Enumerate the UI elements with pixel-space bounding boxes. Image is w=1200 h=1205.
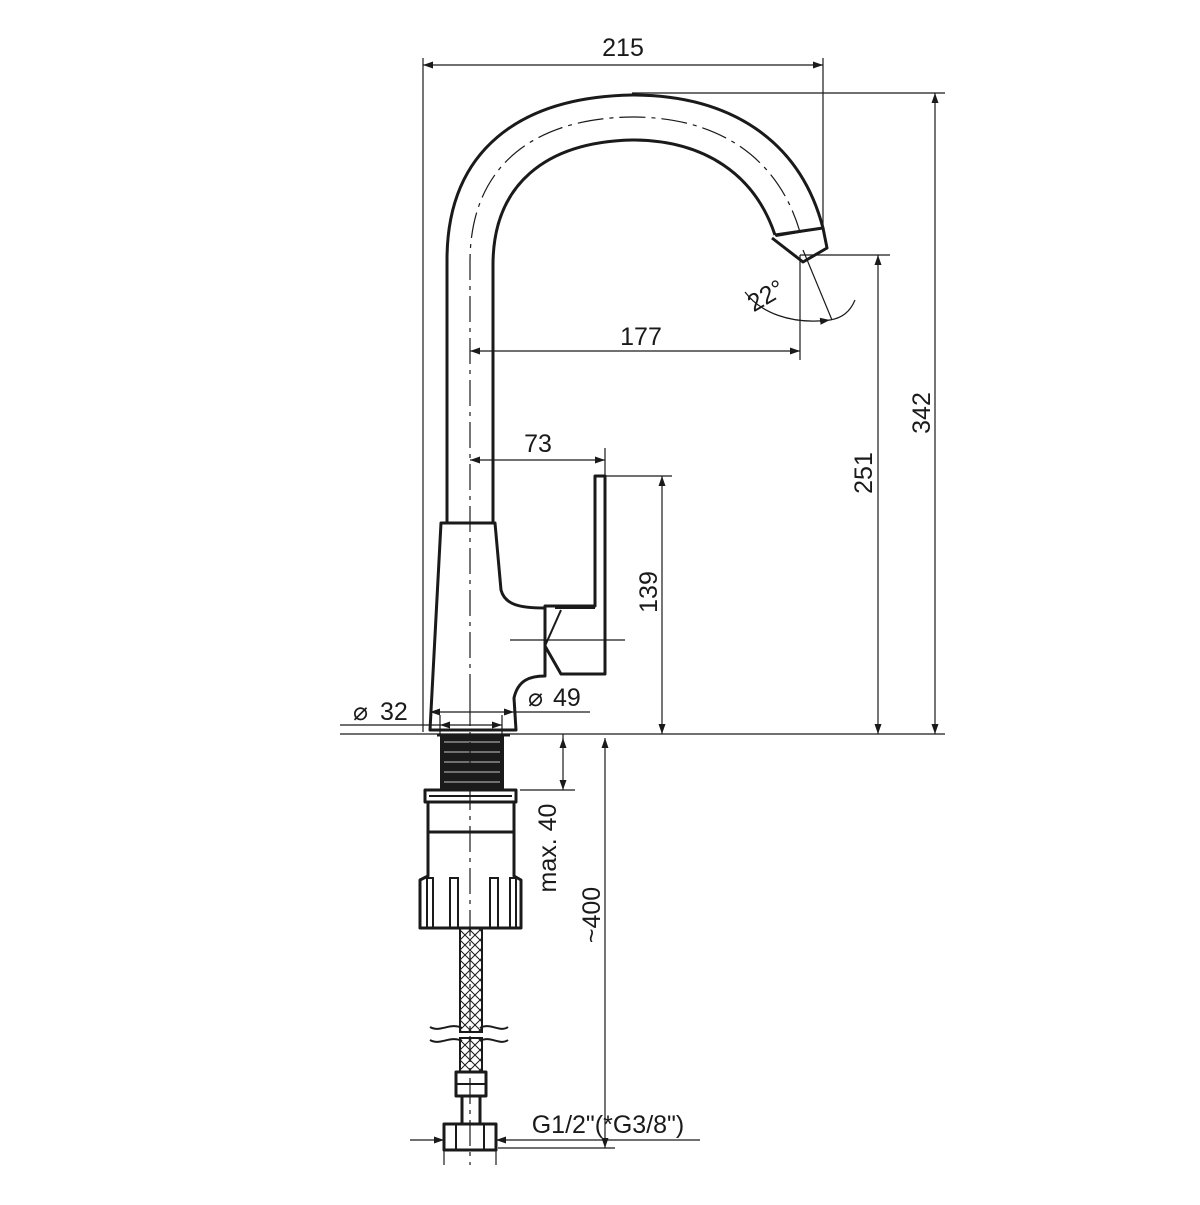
- dim-hose-length: ~400: [578, 887, 606, 943]
- shank-threads: [444, 741, 500, 783]
- dim-lever-offset: 73: [524, 430, 552, 458]
- mounting-nut: [426, 800, 516, 834]
- flexible-hose-lower: [459, 1037, 483, 1073]
- spout-inner-curve: [491, 138, 777, 522]
- diameter-symbol-32: ⌀: [353, 698, 368, 726]
- dim-lever-height: 139: [635, 571, 663, 613]
- lever-handle: [543, 474, 607, 676]
- dim-spout-height: 251: [850, 452, 878, 494]
- dim-spout-reach: 177: [620, 323, 662, 351]
- dim-base-diameter: 32: [380, 698, 408, 726]
- dim-connection-thread: G1/2"(*G3/8"): [532, 1111, 685, 1139]
- dimension-lines: [340, 58, 945, 1165]
- spout-centerline: [469, 116, 801, 700]
- dim-total-width: 215: [602, 34, 644, 62]
- faucet-outline: [418, 93, 829, 1165]
- dim-body-diameter: 49: [553, 684, 581, 712]
- diameter-symbol-49: ⌀: [528, 684, 543, 712]
- dim-total-height: 342: [908, 392, 936, 434]
- nut-ribs: [426, 877, 517, 929]
- dim-spout-angle: 22°: [743, 274, 790, 317]
- dimension-labels: 215 342 251 177 73 139 22° ⌀ 32 ⌀ 49 max…: [353, 34, 936, 1139]
- faucet-body: [428, 521, 547, 732]
- nut-body: [418, 830, 523, 930]
- spout-outer-curve: [445, 93, 825, 522]
- dim-max-thickness: max. 40: [534, 804, 562, 893]
- flexible-hose-upper: [459, 927, 483, 1033]
- threaded-shank: [440, 736, 504, 790]
